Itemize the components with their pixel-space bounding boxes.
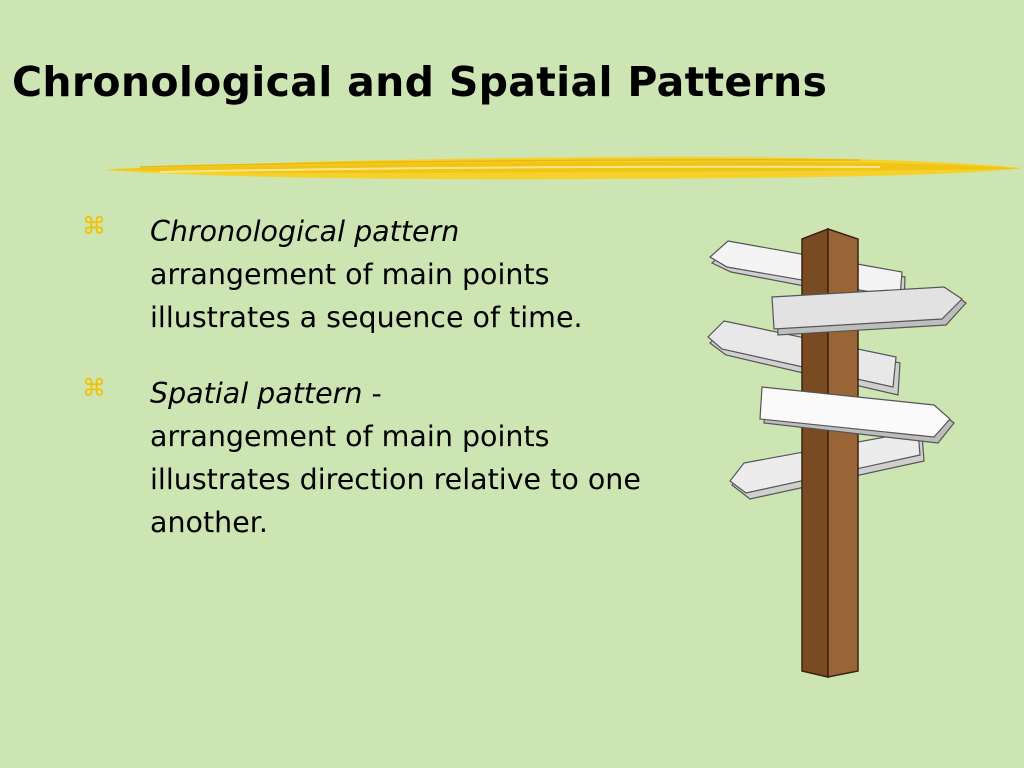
bullet-term: Spatial pattern [150, 377, 363, 410]
bullet-description: arrangement of main points illustrates a… [150, 258, 583, 334]
sign-right-top [771, 286, 967, 336]
bullet-spatial: ⌘ Spatial pattern - arrangement of main … [82, 372, 662, 544]
signpost-icon [707, 227, 967, 678]
title-underline-brush [102, 156, 1022, 180]
slide-title: Chronological and Spatial Patterns [12, 58, 828, 106]
bullet-list: ⌘ Chronological pattern arrangement of m… [82, 210, 662, 577]
bullet-term: Chronological pattern [150, 215, 460, 248]
command-bullet-icon: ⌘ [82, 212, 106, 240]
sign-right-bottom [759, 386, 955, 444]
bullet-separator: - [362, 377, 382, 410]
bullet-chronological: ⌘ Chronological pattern arrangement of m… [82, 210, 662, 339]
bullet-description: arrangement of main points illustrates d… [150, 420, 641, 539]
post [801, 227, 859, 678]
command-bullet-icon: ⌘ [82, 374, 106, 402]
